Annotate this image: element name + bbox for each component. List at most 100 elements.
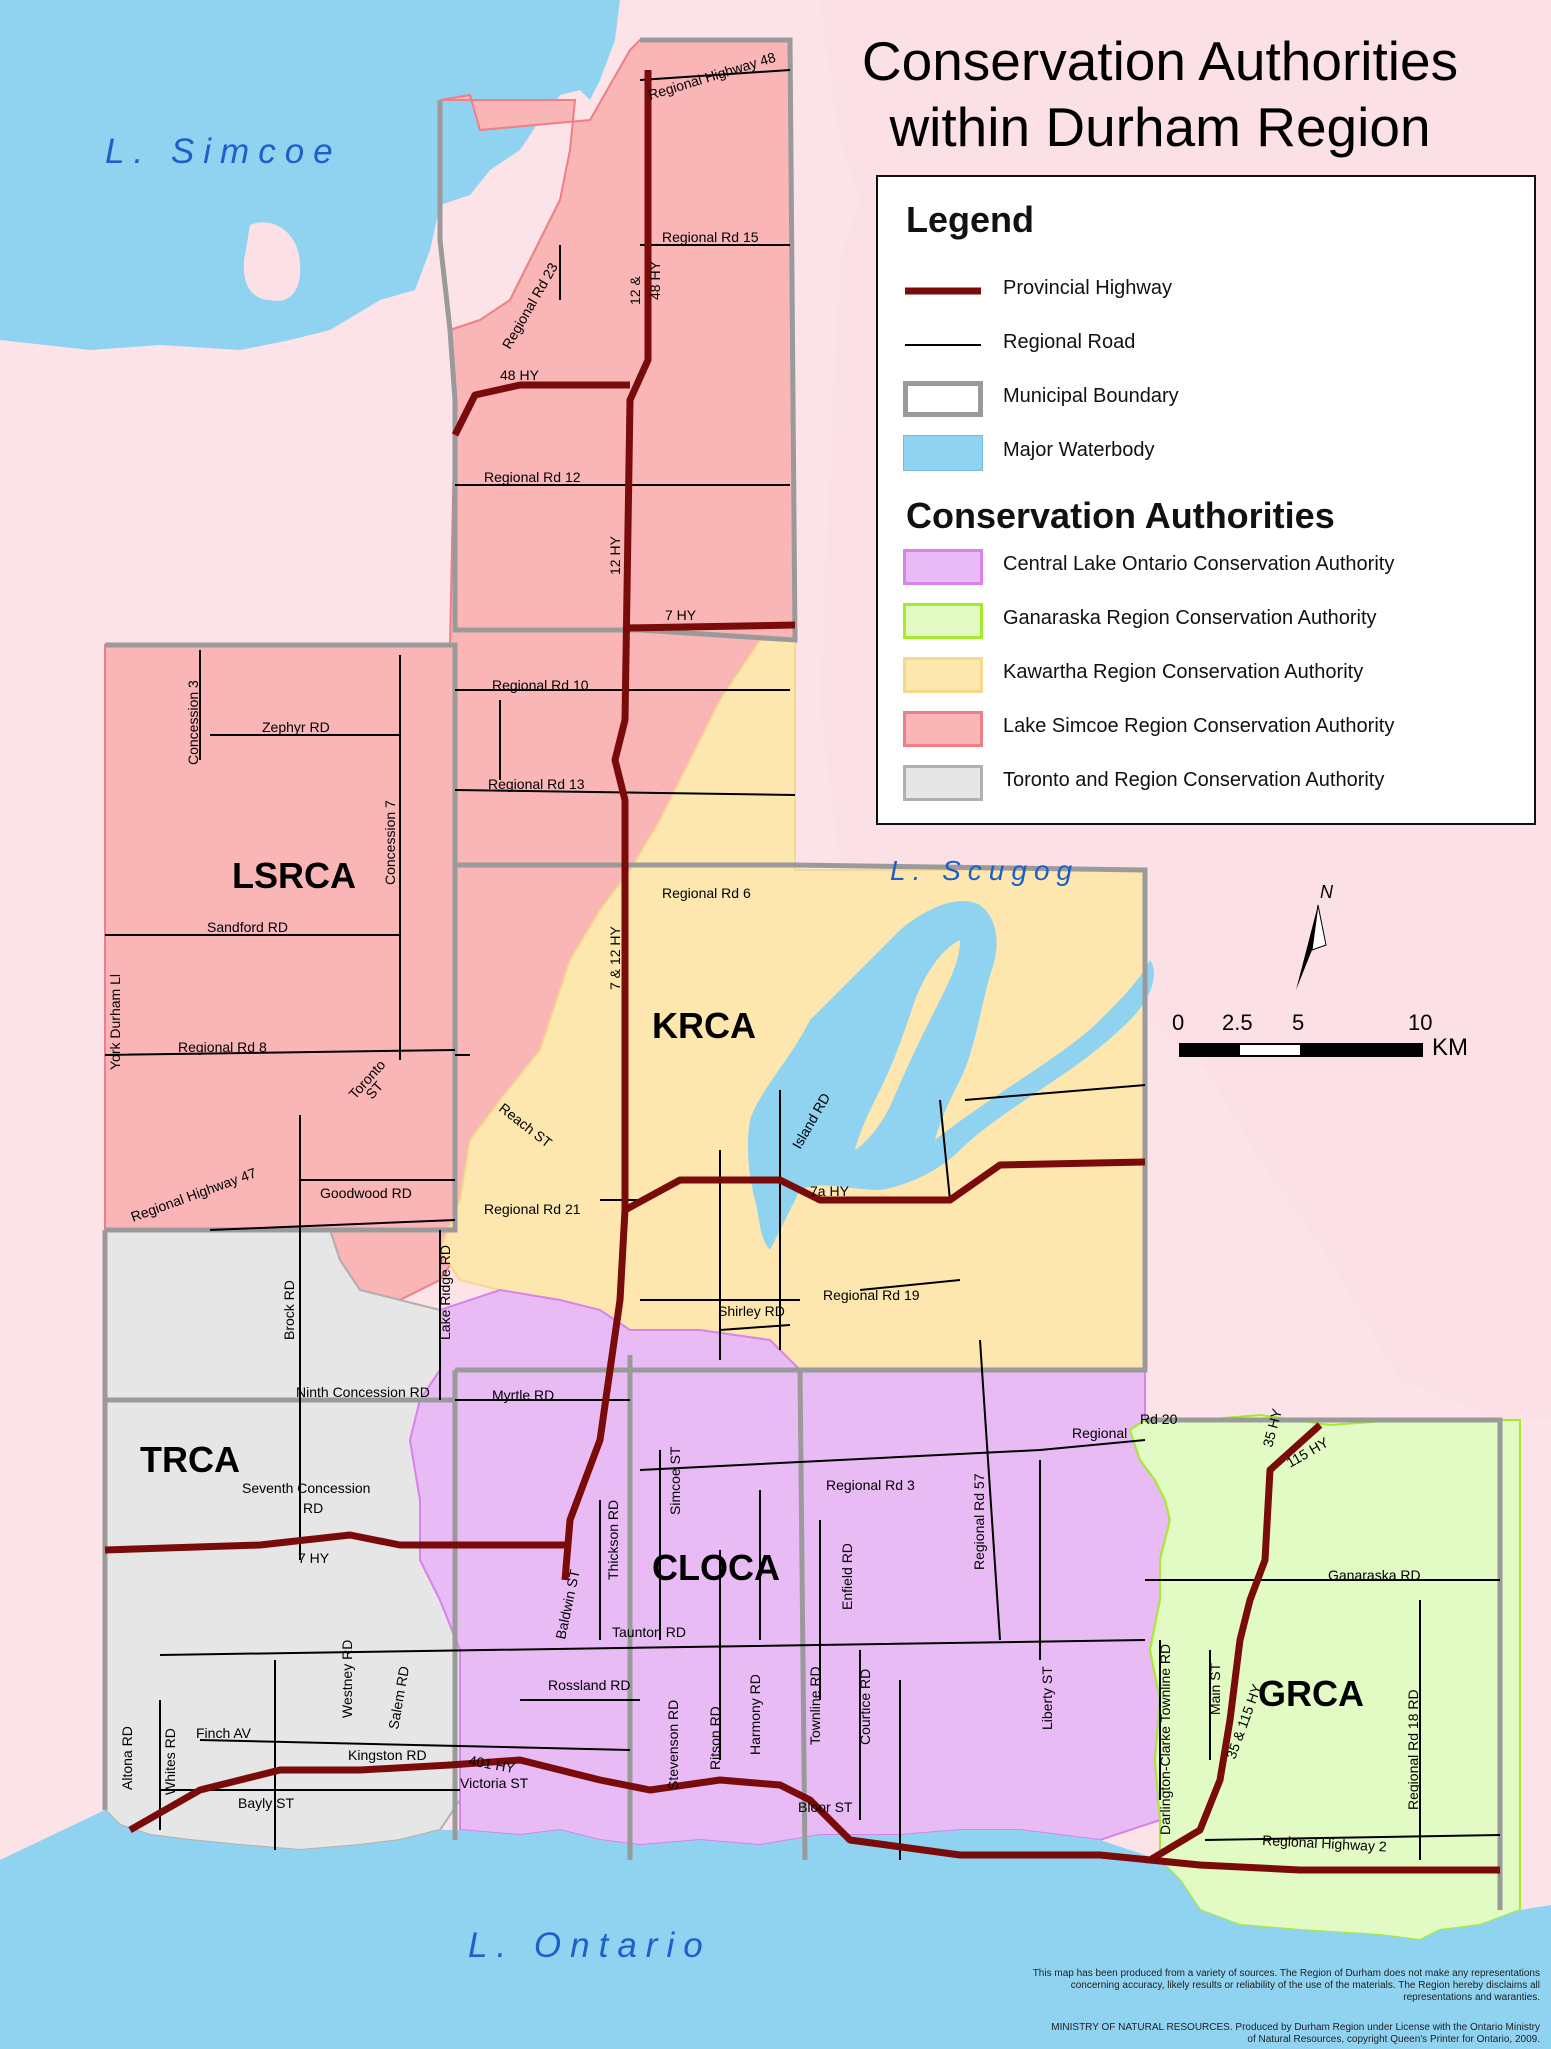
legend-heading: Legend (906, 199, 1035, 240)
road-label: Finch AV (196, 1725, 252, 1741)
road-label: Regional Rd 18 RD (1405, 1689, 1421, 1810)
legend-label: Ganaraska Region Conservation Authority (1003, 607, 1377, 629)
north-arrow (1296, 904, 1327, 990)
legend-item-lsrca: Lake Simcoe Region Conservation Authorit… (903, 705, 1523, 753)
road-label: Whites RD (162, 1728, 178, 1795)
road-label: York Durham Ll (107, 974, 123, 1070)
road-label: Regional Rd 8 (178, 1039, 267, 1055)
road-label: Ninth Concession RD (296, 1384, 430, 1400)
highway-12-48 (561, 70, 652, 1581)
cloca-symbol (903, 549, 983, 585)
legend-item-road: Regional Road (903, 321, 1523, 369)
highway-401 (128, 1756, 1500, 1874)
highway-7-west (104, 1531, 565, 1554)
road-label: Harmony RD (747, 1674, 763, 1755)
road-label: Regional Rd 57 (971, 1473, 987, 1570)
krca-label: KRCA (652, 1005, 756, 1046)
road-label: 7 HY (298, 1550, 330, 1566)
road-label: Seventh Concession (242, 1480, 370, 1496)
road-label: Brock RD (281, 1280, 297, 1340)
legend-item-krca: Kawartha Region Conservation Authority (903, 651, 1523, 699)
road-label: Westney RD (339, 1640, 355, 1718)
road-label: Enfield RD (839, 1543, 855, 1610)
road-label: Regional Rd 6 (662, 885, 751, 901)
boundary-symbol (903, 381, 983, 417)
road-label: Rossland RD (548, 1677, 630, 1693)
legend-label: Central Lake Ontario Conservation Author… (1003, 553, 1395, 575)
road-label: Victoria ST (460, 1775, 529, 1791)
scale-tick-label: 10 (1408, 1010, 1433, 1035)
road-label: Goodwood RD (320, 1185, 412, 1201)
road-label: 7 & 12 HY (607, 926, 623, 990)
disclaimer: This map has been produced from a variet… (930, 1968, 1540, 2004)
scale-tick-label: 0 (1172, 1010, 1185, 1035)
municipal-boundary-brock (437, 37, 798, 643)
road-label: 12 HY (607, 535, 623, 575)
map-title-line2: within Durham Region (889, 96, 1431, 158)
road-label: Lake Ridge RD (437, 1245, 453, 1340)
municipal-boundary-clarington (1145, 1417, 1503, 1910)
scale-bar (1179, 1043, 1423, 1057)
road-label: 7a HY (810, 1183, 850, 1199)
road-label: Darlington-Clarke Townline RD (1157, 1644, 1173, 1835)
road-label: 12 & (627, 276, 643, 305)
krca-symbol (903, 657, 983, 693)
disclaimer-line: concerning accuracy, likely results or r… (1070, 1980, 1540, 1991)
lake-ontario-label: L. Ontario (468, 1926, 712, 1965)
road-label: Main ST (1207, 1662, 1223, 1715)
north-label: N (1320, 882, 1333, 902)
legend-label: Lake Simcoe Region Conservation Authorit… (1003, 715, 1395, 737)
grca-symbol (903, 603, 983, 639)
road-label: Liberty ST (1039, 1666, 1055, 1730)
regional-roads (104, 69, 1501, 1841)
road-label: Courtice RD (857, 1669, 873, 1745)
scale-tick-label: 2.5 (1222, 1010, 1253, 1035)
lsrca-symbol (903, 711, 983, 747)
scale-tick-label: 5 (1292, 1010, 1305, 1035)
legend-item-boundary: Municipal Boundary (903, 375, 1523, 423)
road-label: Concession 7 (382, 800, 398, 885)
road-label: Zephyr RD (262, 719, 330, 735)
road-label: Rd 20 (1140, 1411, 1178, 1427)
municipal-boundary-uxbridge (105, 642, 458, 1233)
road-label: 48 HY (647, 260, 663, 300)
georgina-island (243, 222, 301, 301)
credits-line: MINISTRY OF NATURAL RESOURCES. Produced … (1051, 2022, 1540, 2033)
municipal-boundary-scugog (455, 862, 1148, 1373)
legend-item-water: Major Waterbody (903, 429, 1523, 477)
legend: Legend Provincial Highway Regional Road … (876, 175, 1536, 825)
road-label: Regional Rd 21 (484, 1201, 581, 1217)
road-label: Regional Rd 3 (826, 1477, 915, 1493)
road-label: Ganaraska RD (1328, 1567, 1421, 1583)
map-title: Conservation Authorities within Durham R… (780, 28, 1540, 160)
credits-line: of Natural Resources, copyright Queen's … (1247, 2034, 1540, 2045)
cloca-label: CLOCA (652, 1547, 780, 1588)
disclaimer-line: representations and waranties. (1403, 1992, 1540, 2003)
highway-35-115 (1148, 1422, 1323, 1864)
regional-roads-vertical (159, 245, 1421, 1860)
lake-ontario (0, 1810, 1551, 2049)
legend-label: Kawartha Region Conservation Authority (1003, 661, 1364, 683)
road-label: Regional Rd 12 (484, 469, 581, 485)
map-title-line1: Conservation Authorities (861, 30, 1459, 92)
legend-label: Major Waterbody (1003, 439, 1155, 461)
lsrca-label: LSRCA (232, 855, 356, 896)
lake-scugog (747, 901, 1154, 1250)
road-label: Regional Rd 15 (662, 229, 759, 245)
lake-simcoe (0, 0, 620, 350)
road-label: Shirley RD (718, 1303, 785, 1319)
highway-48 (451, 381, 630, 437)
road-label: Regional (1072, 1425, 1127, 1441)
road-label: RD (303, 1500, 323, 1516)
highway-symbol (905, 287, 981, 295)
road-label: 7 HY (665, 607, 697, 623)
legend-item-highway: Provincial Highway (903, 267, 1523, 315)
road-label: Simcoe ST (667, 1446, 683, 1515)
road-label: Sandford RD (207, 919, 288, 935)
road-symbol (905, 344, 981, 346)
road-label: Ritson RD (707, 1706, 723, 1770)
road-label: Kingston RD (348, 1747, 427, 1763)
road-label: Townline RD (807, 1666, 823, 1745)
lake-simcoe-label: L. Simcoe (105, 132, 342, 171)
ca-heading: Conservation Authorities (906, 495, 1335, 536)
